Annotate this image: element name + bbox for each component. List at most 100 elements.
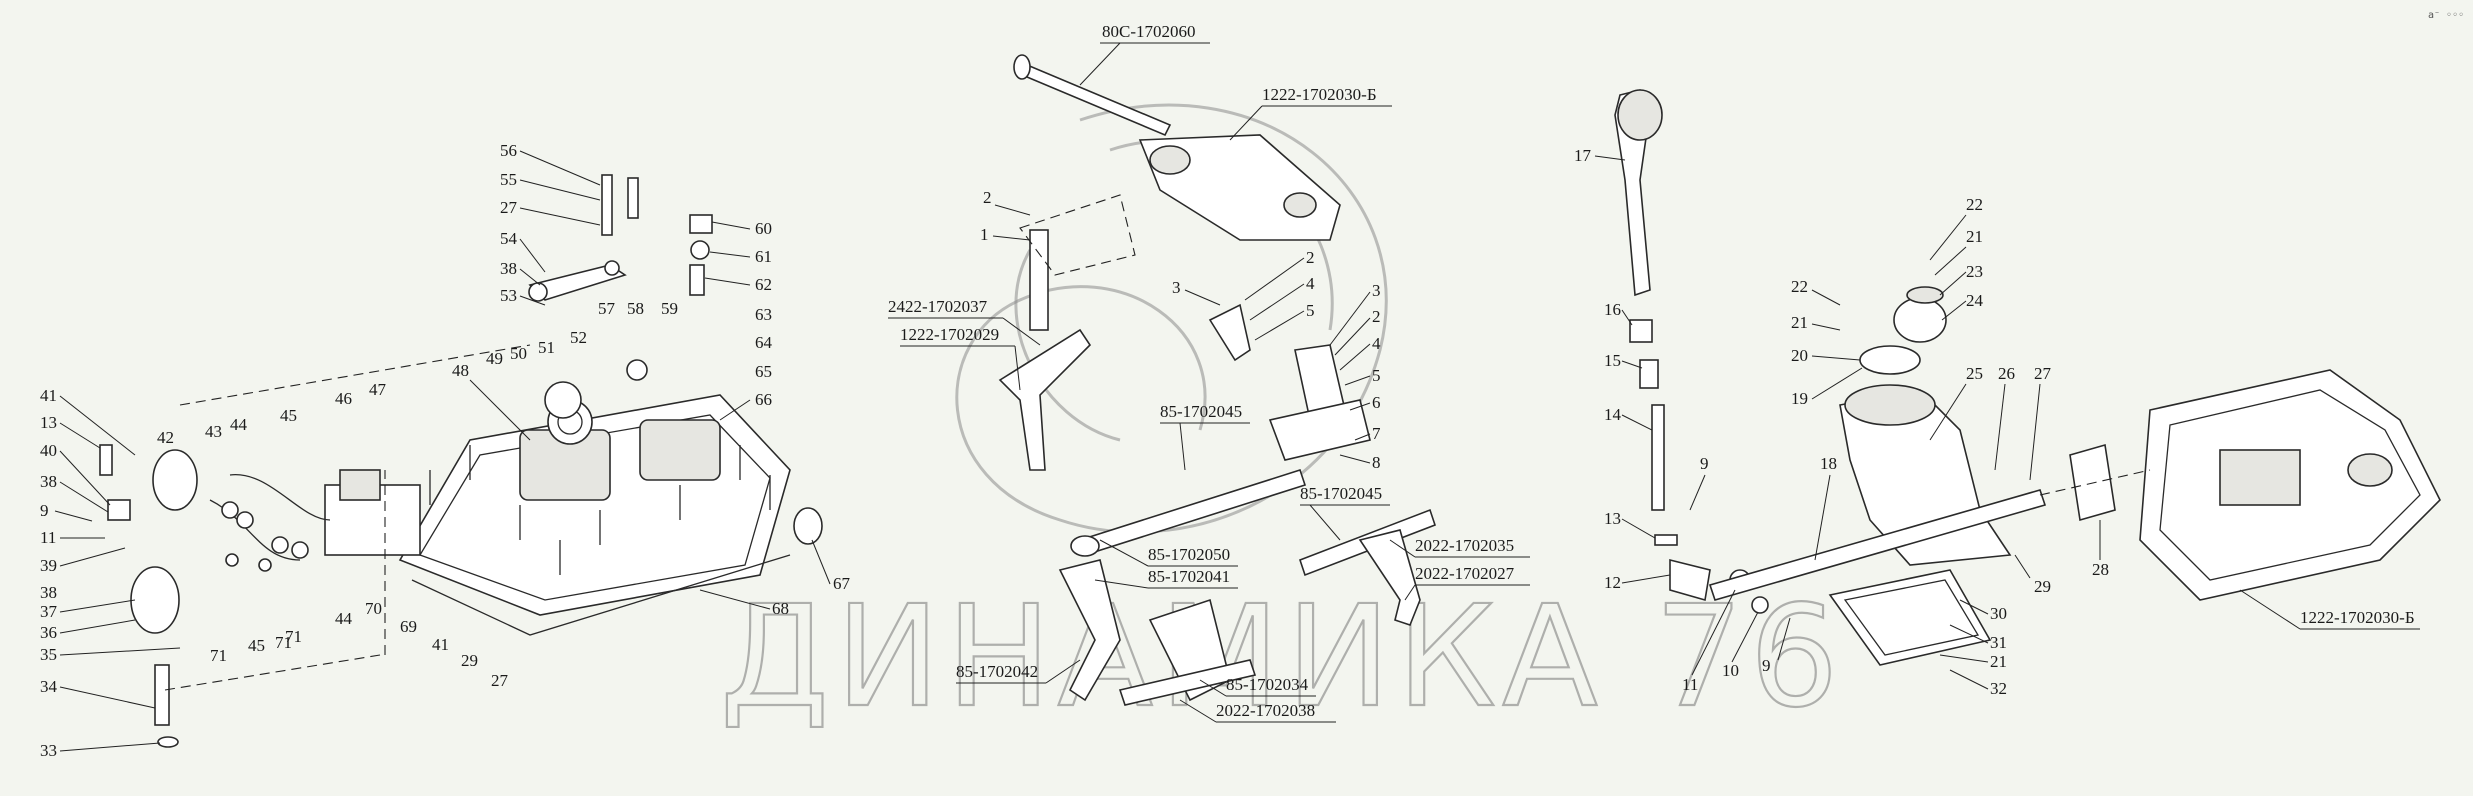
- code-80c-1702060: 80С-1702060: [1102, 22, 1196, 41]
- code-1222-1702030-b-top: 1222-1702030-Б: [1262, 85, 1377, 104]
- callout-m-4b: 4: [1372, 334, 1381, 353]
- shaft-2022-1702038: [1118, 659, 1257, 706]
- rod-end: [1013, 54, 1031, 80]
- fork-2022-1702027: [1358, 529, 1421, 626]
- right-assembly: [1614, 89, 2441, 666]
- lever-knob: [1617, 89, 1663, 141]
- callout-36: 36: [40, 623, 57, 642]
- code-2422-1702037: 2422-1702037: [888, 297, 988, 316]
- callout-34: 34: [40, 677, 58, 696]
- left-assembly: [99, 174, 823, 748]
- callout-69: 69: [400, 617, 417, 636]
- gasket-28: [2069, 443, 2116, 522]
- housing-bolts: [429, 445, 771, 575]
- plug-67: [793, 507, 823, 545]
- callout-56: 56: [500, 141, 517, 160]
- middle-assembly: [998, 54, 1437, 706]
- callout-r-24: 24: [1966, 291, 1984, 310]
- callout-55: 55: [500, 170, 517, 189]
- code-85-1702034: 85-1702034: [1226, 675, 1309, 694]
- callout-63: 63: [755, 305, 772, 324]
- shaft-18: [1708, 489, 2047, 601]
- callout-r-27: 27: [2034, 364, 2052, 383]
- spring-62: [689, 264, 705, 296]
- plate-19: [1859, 345, 1921, 375]
- callout-27: 27: [500, 198, 518, 217]
- pipe-a: [229, 474, 331, 521]
- code-2022-1702035: 2022-1702035: [1415, 536, 1514, 555]
- nut-16: [1629, 319, 1653, 343]
- callout-m-3b: 3: [1372, 281, 1381, 300]
- tower-top: [1844, 384, 1936, 426]
- callout-r-32: 32: [1990, 679, 2007, 698]
- code-1222-1702029: 1222-1702029: [900, 325, 999, 344]
- callout-m-7: 7: [1372, 424, 1381, 443]
- callout-r-14: 14: [1604, 405, 1622, 424]
- callout-m-2b: 2: [1372, 307, 1381, 326]
- callout-61: 61: [755, 247, 772, 266]
- callout-38b: 38: [40, 472, 57, 491]
- callout-44b: 44: [335, 609, 353, 628]
- relation-line-right: [2039, 469, 2151, 496]
- callout-51: 51: [538, 338, 555, 357]
- callout-r-22a: 22: [1966, 195, 1983, 214]
- code-85-1702042: 85-1702042: [956, 662, 1038, 681]
- stud-right: [627, 177, 639, 219]
- cap-part: [544, 381, 582, 419]
- callout-r-21c: 21: [1990, 652, 2007, 671]
- callout-r-25: 25: [1966, 364, 1983, 383]
- callout-r-13: 13: [1604, 509, 1621, 528]
- housing-boss-2: [639, 419, 721, 481]
- lever-end: [604, 260, 620, 276]
- callout-38: 38: [500, 259, 517, 278]
- housing-boss-right: [2347, 453, 2393, 487]
- code-85-1702045-b: 85-1702045: [1300, 484, 1382, 503]
- callout-45: 45: [280, 406, 297, 425]
- callout-59: 59: [661, 299, 678, 318]
- callout-r-28: 28: [2092, 560, 2109, 579]
- boot-24: [1893, 297, 1947, 343]
- callout-46: 46: [335, 389, 352, 408]
- callout-54: 54: [500, 229, 518, 248]
- callout-68: 68: [772, 599, 789, 618]
- callout-r-15: 15: [1604, 351, 1621, 370]
- code-85-1702041: 85-1702041: [1148, 567, 1230, 586]
- callout-64: 64: [755, 333, 773, 352]
- callout-41b: 41: [432, 635, 449, 654]
- filter-36: [130, 566, 180, 634]
- housing-box: [2219, 449, 2301, 506]
- code-85-1702050: 85-1702050: [1148, 545, 1230, 564]
- housing-rim: [2159, 389, 2421, 581]
- housing-gasket: [411, 554, 791, 636]
- code-2022-1702038: 2022-1702038: [1216, 701, 1315, 720]
- code-1222-1702030-b-right: 1222-1702030-Б: [2300, 608, 2415, 627]
- pan-30: [1828, 569, 1992, 666]
- callout-r-9a: 9: [1762, 656, 1771, 675]
- rod-1: [1029, 229, 1049, 331]
- pin-13: [1654, 534, 1678, 546]
- callout-r-26: 26: [1998, 364, 2015, 383]
- callout-33: 33: [40, 741, 57, 760]
- callout-r-22b: 22: [1791, 277, 1808, 296]
- callout-65: 65: [755, 362, 772, 381]
- callout-9: 9: [40, 501, 49, 520]
- callout-r-9b: 9: [1700, 454, 1709, 473]
- callout-r-17: 17: [1574, 146, 1592, 165]
- callout-r-23: 23: [1966, 262, 1983, 281]
- callout-r-18: 18: [1820, 454, 1837, 473]
- plate-6: [1268, 399, 1371, 461]
- fork-85-1702042: [1058, 559, 1121, 702]
- callout-11: 11: [40, 528, 56, 547]
- shaft-14: [1651, 404, 1665, 511]
- washer-61: [690, 240, 710, 260]
- callout-m-1: 1: [980, 225, 989, 244]
- callout-m-3a: 3: [1172, 278, 1181, 297]
- callout-r-16: 16: [1604, 300, 1621, 319]
- callout-52: 52: [570, 328, 587, 347]
- shaft-85-1702050: [1078, 468, 1307, 557]
- shaft-end: [1070, 535, 1100, 557]
- callout-57: 57: [598, 299, 616, 318]
- spring-15: [1639, 359, 1659, 389]
- callout-41: 41: [40, 386, 57, 405]
